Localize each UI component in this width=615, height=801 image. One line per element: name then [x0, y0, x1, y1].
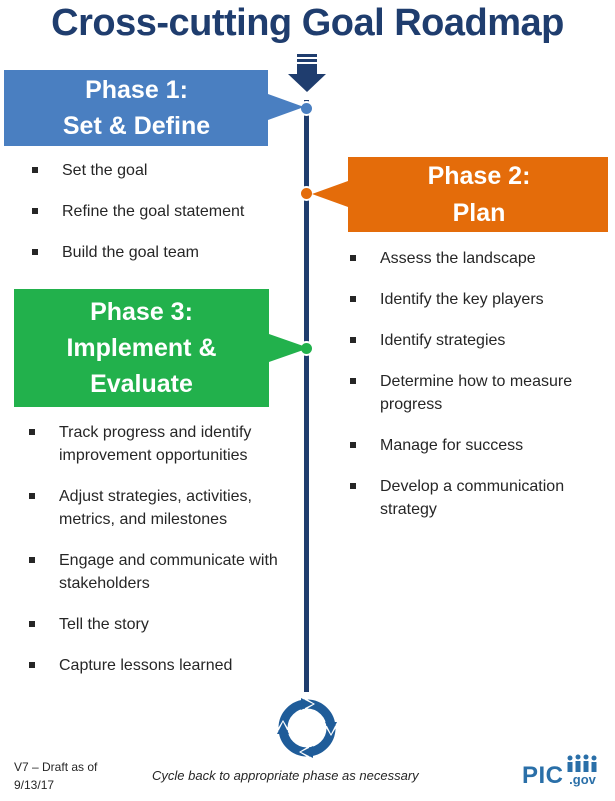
timeline-dot-phase1	[299, 101, 314, 116]
phase2-callout-shape	[312, 157, 608, 232]
page-title: Cross-cutting Goal Roadmap	[51, 2, 564, 44]
list-item: Determine how to measure progress	[348, 370, 615, 416]
timeline-line	[304, 100, 309, 692]
list-item: Manage for success	[348, 434, 603, 457]
phase1-heading: Phase 1:	[85, 75, 188, 104]
bullet-icon	[350, 442, 356, 448]
bullet-icon	[350, 255, 356, 261]
phase2-subheading: Plan	[452, 198, 506, 227]
bullet-icon	[29, 493, 35, 499]
phase1-callout: Phase 1: Set & Define	[4, 70, 304, 146]
bullet-icon	[350, 337, 356, 343]
logo-suffix: .gov	[569, 772, 596, 787]
list-item: Develop a communication strategy	[348, 475, 615, 521]
cycle-arrows-icon	[277, 698, 337, 758]
cycle-note: Cycle back to appropriate phase as neces…	[152, 768, 419, 783]
bullet-icon	[32, 167, 38, 173]
bullet-icon	[29, 557, 35, 563]
bullet-icon	[350, 296, 356, 302]
phase2-callout: Phase 2: Plan	[312, 157, 608, 232]
list-item: Identify strategies	[348, 329, 603, 352]
bullet-icon	[350, 483, 356, 489]
phase3-callout: Phase 3: Implement & Evaluate	[14, 289, 309, 407]
phase3-subheading: Implement &	[66, 333, 217, 362]
down-arrow-icon	[288, 54, 326, 92]
bullet-icon	[32, 208, 38, 214]
timeline-dot-phase2	[299, 186, 314, 201]
pic-gov-logo: PIC .gov	[522, 754, 600, 790]
list-item: Set the goal	[30, 159, 280, 182]
phase1-callout-shape	[4, 70, 304, 146]
list-item: Tell the story	[27, 613, 282, 636]
bullet-icon	[29, 662, 35, 668]
list-item: Engage and communicate with stakeholders	[27, 549, 294, 595]
bullet-icon	[32, 249, 38, 255]
bullet-icon	[350, 378, 356, 384]
logo-text: PIC	[522, 762, 564, 789]
phase3-subheading-2: Evaluate	[90, 370, 193, 399]
phase3-heading: Phase 3:	[90, 297, 193, 326]
bullet-icon	[29, 429, 35, 435]
list-item: Adjust strategies, activities, metrics, …	[27, 485, 282, 531]
list-item: Identify the key players	[348, 288, 603, 311]
phase2-heading: Phase 2:	[427, 162, 531, 191]
list-item: Track progress and identify improvement …	[27, 421, 282, 467]
phase1-list: Set the goal Refine the goal statement B…	[30, 159, 280, 264]
phase3-list: Track progress and identify improvement …	[27, 421, 282, 677]
phase1-subheading: Set & Define	[62, 112, 211, 140]
version-note: V7 – Draft as of 9/13/17	[14, 760, 98, 792]
list-item: Assess the landscape	[348, 247, 603, 270]
list-item: Refine the goal statement	[30, 200, 280, 223]
list-item: Build the goal team	[30, 241, 280, 264]
phase3-callout-shape	[14, 289, 309, 407]
bullet-icon	[29, 621, 35, 627]
people-icon	[567, 754, 597, 772]
phase2-list: Assess the landscape Identify the key pl…	[348, 247, 603, 521]
list-item: Capture lessons learned	[27, 654, 282, 677]
